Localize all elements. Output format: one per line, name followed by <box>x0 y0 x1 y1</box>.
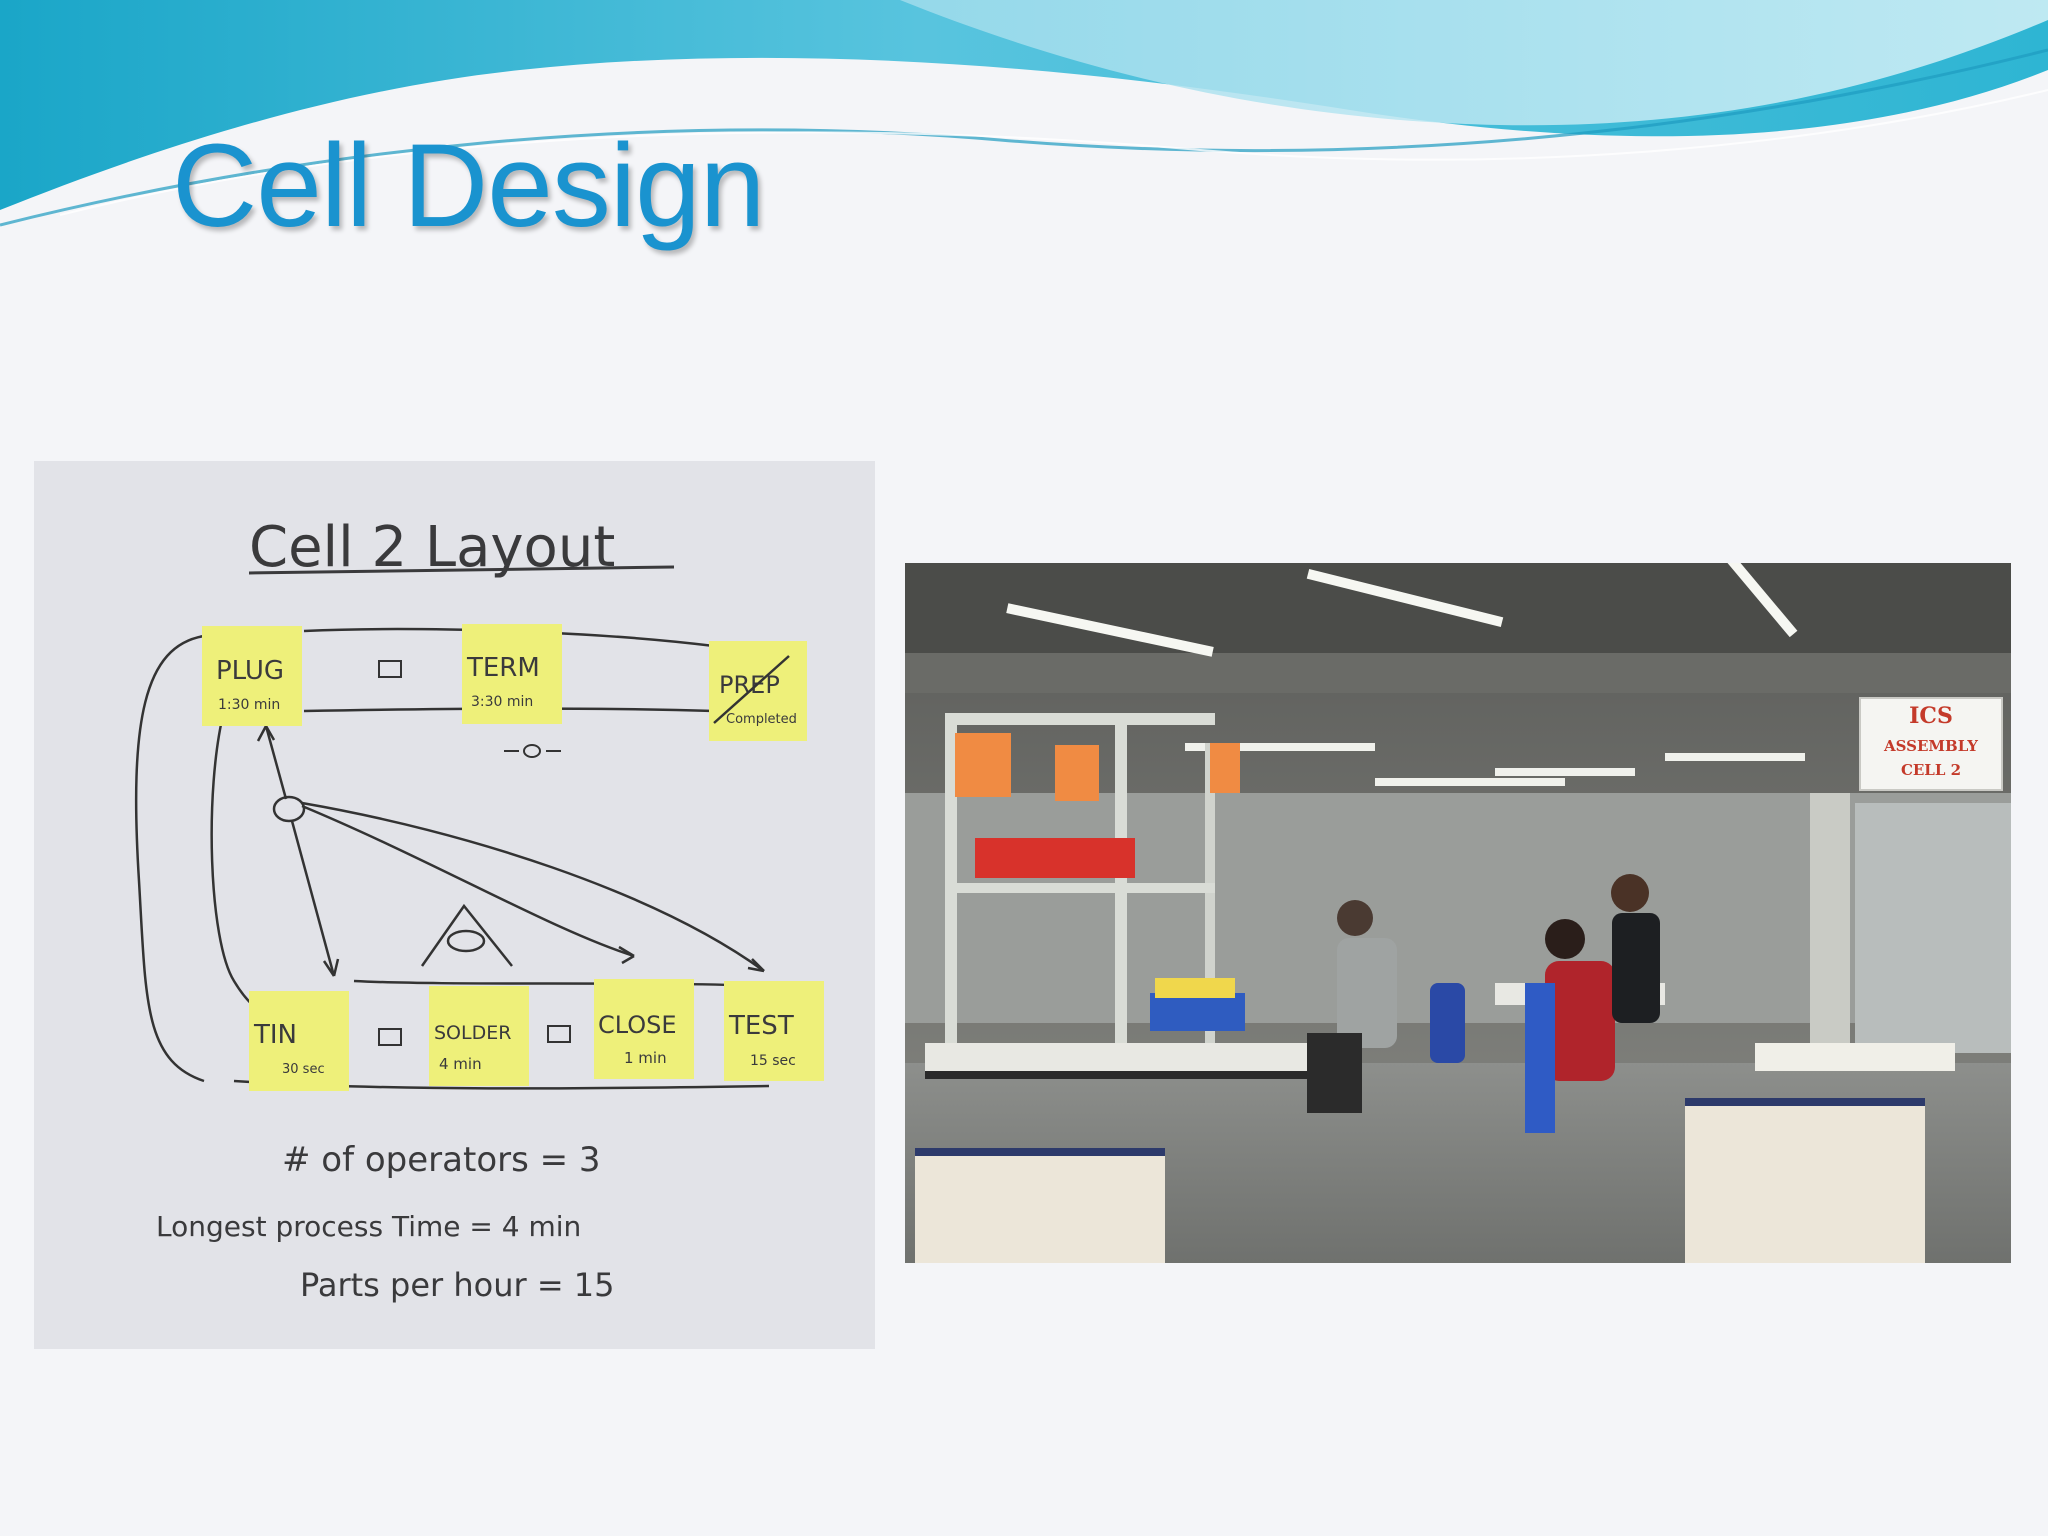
sign-line-ics: ICS <box>1909 703 1953 729</box>
sticky-note-close: CLOSE 1 min <box>594 979 694 1079</box>
sticky-note-label: TERM <box>466 653 540 683</box>
assembly-cell-photo: ICS ASSEMBLY CELL 2 <box>905 563 2011 1263</box>
sketch-line-operators: # of operators = 3 <box>282 1140 601 1180</box>
sticky-note-label: CLOSE <box>598 1011 677 1039</box>
slide-title: Cell Design <box>172 120 765 252</box>
sticky-note-prep: PREP Completed <box>709 641 807 741</box>
sign-line-assembly: ASSEMBLY <box>1883 737 1978 755</box>
sticky-note-time: 30 sec <box>282 1062 325 1077</box>
sticky-note-solder: SOLDER 4 min <box>429 986 529 1086</box>
sketch-line-parts-per-hour: Parts per hour = 15 <box>300 1266 615 1304</box>
header-wave <box>0 0 2048 227</box>
cell-layout-sketch-photo: Cell 2 Layout <box>34 461 875 1349</box>
sign-line-cell: CELL 2 <box>1901 761 1961 779</box>
sticky-note-label: TEST <box>728 1011 794 1041</box>
sticky-note-label: TIN <box>253 1020 297 1050</box>
sticky-note-label: SOLDER <box>434 1022 511 1044</box>
sticky-note-time: 1 min <box>624 1049 667 1067</box>
sticky-note-term: TERM 3:30 min <box>462 624 562 724</box>
sketch-line-longest-time: Longest process Time = 4 min <box>156 1210 581 1243</box>
sticky-note-tin: TIN 30 sec <box>249 991 349 1091</box>
sticky-note-test: TEST 15 sec <box>724 981 824 1081</box>
sticky-note-plug: PLUG 1:30 min <box>202 626 302 726</box>
sticky-note-time: 15 sec <box>750 1053 796 1069</box>
sticky-note-time: 4 min <box>439 1055 482 1073</box>
sticky-note-label: PREP <box>719 671 780 699</box>
sticky-note-time: 3:30 min <box>471 694 533 710</box>
sticky-note-time: 1:30 min <box>218 697 280 713</box>
sticky-note-time: Completed <box>726 712 797 727</box>
sticky-note-label: PLUG <box>216 656 284 686</box>
